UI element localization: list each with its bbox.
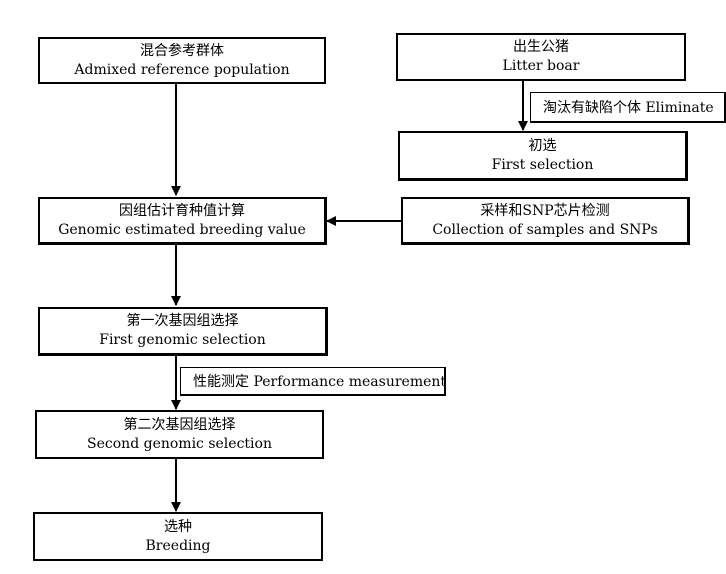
node-breeding: 选种 Breeding [33, 512, 323, 561]
node-gebv-en: Genomic estimated breeding value [58, 221, 306, 238]
node-admixed-reference-population: 混合参考群体 Admixed reference population [38, 37, 326, 84]
node-litter-en: Litter boar [502, 58, 580, 74]
node-first-genomic-selection: 第一次基因组选择 First genomic selection [38, 307, 328, 356]
label-eliminate: 淘汰有缺陷个体 Eliminate [530, 92, 726, 123]
node-first-selection-en: First selection [491, 156, 594, 173]
node-first-selection-zh: 初选 [528, 137, 557, 154]
node-second-genomic-en: Second genomic selection [87, 435, 272, 452]
node-litter-zh: 出生公猪 [513, 39, 569, 56]
node-admixed-zh: 混合参考群体 [140, 42, 224, 59]
node-sample-snp-collection: 采样和SNP芯片检测 Collection of samples and SNP… [401, 197, 690, 245]
node-snp-en: Collection of samples and SNPs [432, 221, 658, 238]
node-breeding-zh: 选种 [164, 518, 192, 535]
node-genomic-estimated-breeding-value: 因组估计育种值计算 Genomic estimated breeding val… [38, 197, 327, 245]
label-performance-text: 性能测定 Performance measurement [193, 374, 446, 390]
node-first-selection: 初选 First selection [398, 131, 688, 181]
node-snp-zh: 采样和SNP芯片检测 [480, 202, 610, 219]
node-litter-boar: 出生公猪 Litter boar [396, 33, 686, 81]
node-first-genomic-en: First genomic selection [99, 332, 266, 348]
node-first-genomic-zh: 第一次基因组选择 [126, 313, 239, 330]
node-admixed-en: Admixed reference population [74, 61, 290, 78]
label-performance-measurement: 性能测定 Performance measurement [180, 367, 446, 396]
node-gebv-zh: 因组估计育种值计算 [119, 202, 245, 219]
node-second-genomic-zh: 第二次基因组选择 [123, 416, 236, 433]
node-second-genomic-selection: 第二次基因组选择 Second genomic selection [35, 410, 324, 459]
label-eliminate-text: 淘汰有缺陷个体 Eliminate [543, 100, 714, 116]
node-breeding-en: Breeding [145, 537, 211, 554]
